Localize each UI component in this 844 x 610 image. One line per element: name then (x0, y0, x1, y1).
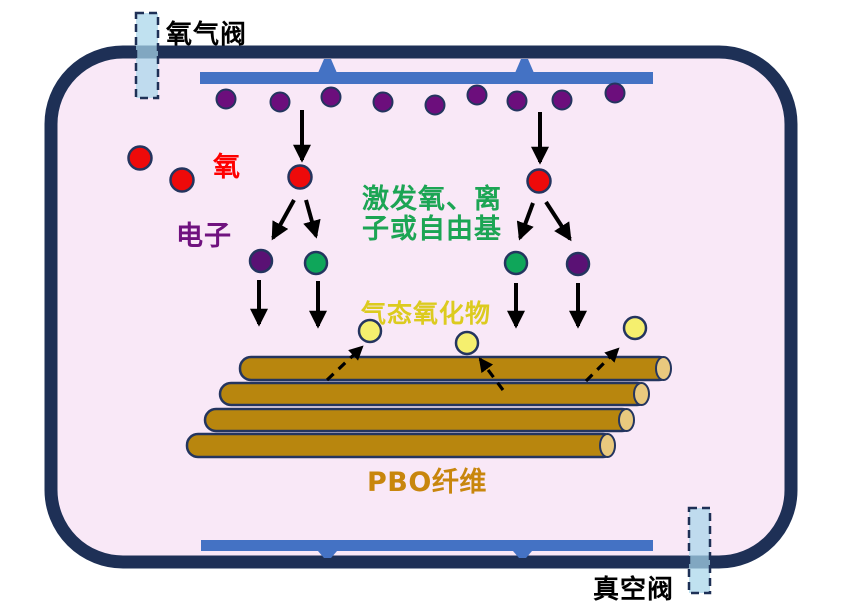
flow-arrow (303, 199, 321, 239)
vacuum-valve-label: 真空阀 (593, 575, 675, 605)
fiber-end-cap (599, 433, 616, 458)
flow-arrow (544, 200, 572, 242)
electron-dot (320, 86, 342, 108)
oxygen-dot (526, 168, 552, 194)
excited-species-line1: 激发氧、离 (362, 184, 502, 215)
bottom-electrode-bar (201, 540, 653, 551)
electron-dot (215, 88, 237, 110)
top-electrode-bar (200, 72, 653, 84)
oxide-dot (357, 318, 383, 344)
electron-label: 电子 (176, 221, 232, 252)
flow-arrow (516, 202, 535, 241)
top-electrode-support (515, 59, 534, 73)
top-electrode (200, 59, 653, 84)
electron-dot (466, 84, 488, 106)
oxygen-valve-label: 氧气阀 (166, 20, 248, 50)
excited-ion-dot (248, 248, 274, 274)
oxygen-valve (134, 11, 160, 100)
oxygen-particles (127, 145, 552, 194)
solid-arrows (250, 110, 587, 329)
bottom-electrode-support (318, 551, 337, 558)
fiber (203, 407, 635, 433)
electron-dot (604, 82, 626, 104)
oxygen-label: 氧 (213, 152, 241, 183)
excited-species-line2: 子或自由基 (362, 214, 502, 245)
excited-species-label: 激发氧、离 子或自由基 (362, 185, 502, 245)
oxygen-dot (127, 145, 153, 171)
oxide-dot (622, 315, 648, 341)
vacuum-valve (687, 506, 712, 595)
fiber (185, 432, 616, 459)
fiber-end-cap (655, 356, 672, 381)
top-electrode-support (318, 59, 337, 73)
fiber-stack (185, 355, 672, 459)
gaseous-oxide-particles (357, 315, 648, 356)
emission-arrow (478, 357, 505, 391)
excited-green-particles (303, 250, 529, 276)
electron-dot (269, 91, 291, 113)
excited-green-dot (503, 250, 529, 276)
electron-dot (551, 89, 573, 111)
emission-arrow (584, 347, 620, 383)
fiber-end-cap (633, 382, 650, 406)
electron-dot (506, 90, 528, 112)
oxide-dot (454, 330, 480, 356)
pbo-fiber-label: PBO纤维 (367, 467, 487, 498)
fiber (238, 355, 672, 382)
fiber-end-cap (618, 408, 635, 432)
electron-particles (215, 82, 626, 116)
dashed-arrows (325, 345, 620, 391)
excited-ion-dot (565, 251, 591, 277)
oxygen-dot (169, 167, 195, 193)
gaseous-oxides-label: 气态氧化物 (361, 299, 492, 328)
excited-ion-particles (248, 248, 591, 277)
oxygen-dot (287, 164, 313, 190)
flow-arrow (271, 199, 296, 241)
electron-dot (424, 94, 446, 116)
emission-arrow (325, 345, 364, 382)
excited-green-dot (303, 250, 329, 276)
electron-dot (372, 91, 394, 113)
fiber (218, 381, 650, 407)
bottom-electrode (201, 540, 653, 558)
bottom-electrode-support (513, 551, 532, 558)
